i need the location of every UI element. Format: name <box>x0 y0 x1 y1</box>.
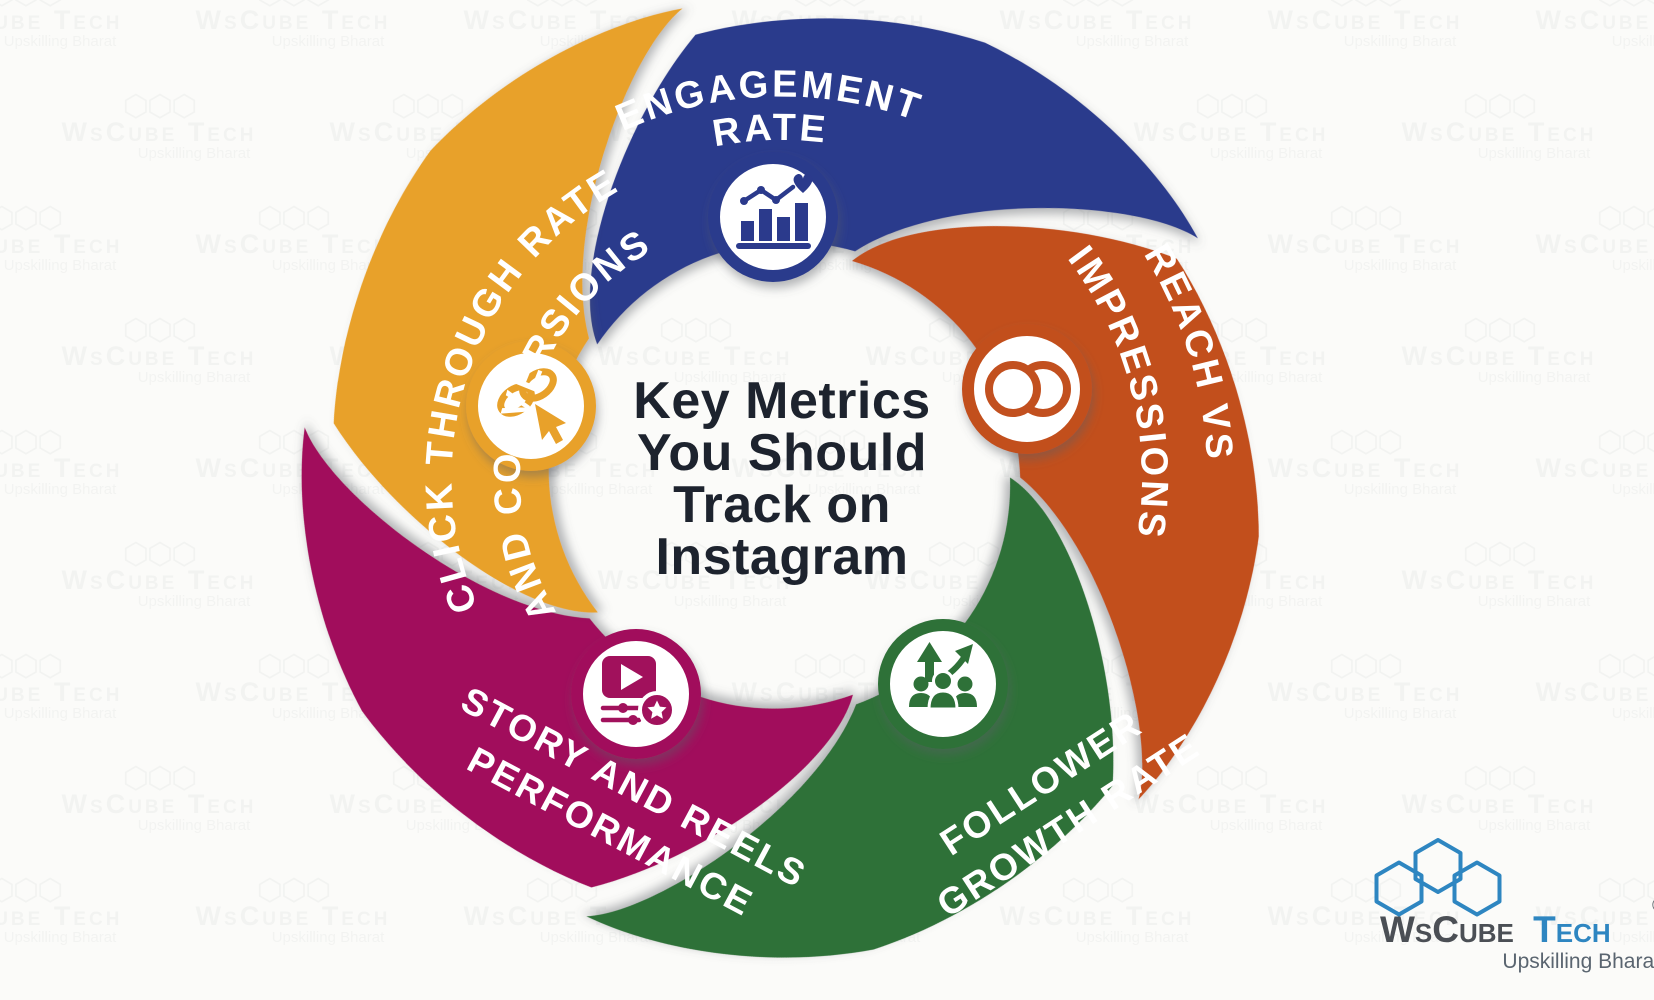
segment-follower-growth-rate <box>586 477 1114 958</box>
registered-trademark-symbol: ® <box>1652 895 1654 917</box>
segment-engagement-rate <box>590 18 1198 345</box>
logo-tagline: Upskilling Bharat <box>1502 950 1654 973</box>
overlapping-circles-icon <box>962 324 1092 454</box>
reels-player-star-icon <box>571 629 701 759</box>
chain-link-cursor-icon <box>466 341 596 471</box>
svg-text:Instagram: Instagram <box>655 528 908 586</box>
logo-wordmark: WsCube Tech <box>1380 909 1611 950</box>
svg-text:Track on: Track on <box>673 476 891 534</box>
people-growth-arrows-icon <box>878 619 1008 749</box>
pinwheel-blades <box>301 8 1259 958</box>
segment-click-through-rate <box>333 8 683 613</box>
segment-story-reels-performance <box>301 427 853 888</box>
center-title: Key Metrics You Should Track on Instagra… <box>633 372 930 586</box>
wscube-tech-logo: WsCube Tech ® Upskilling Bharat <box>1374 838 1654 973</box>
segment-reach-vs-impressions <box>851 226 1259 800</box>
label-engagement-line2: RATE <box>710 107 830 155</box>
svg-text:You Should: You Should <box>637 424 927 482</box>
icon-medallions <box>466 152 1092 759</box>
svg-text:Key Metrics: Key Metrics <box>633 372 930 430</box>
bar-chart-heart-icon <box>708 152 838 282</box>
hexagon-logo-icon <box>1374 838 1502 917</box>
